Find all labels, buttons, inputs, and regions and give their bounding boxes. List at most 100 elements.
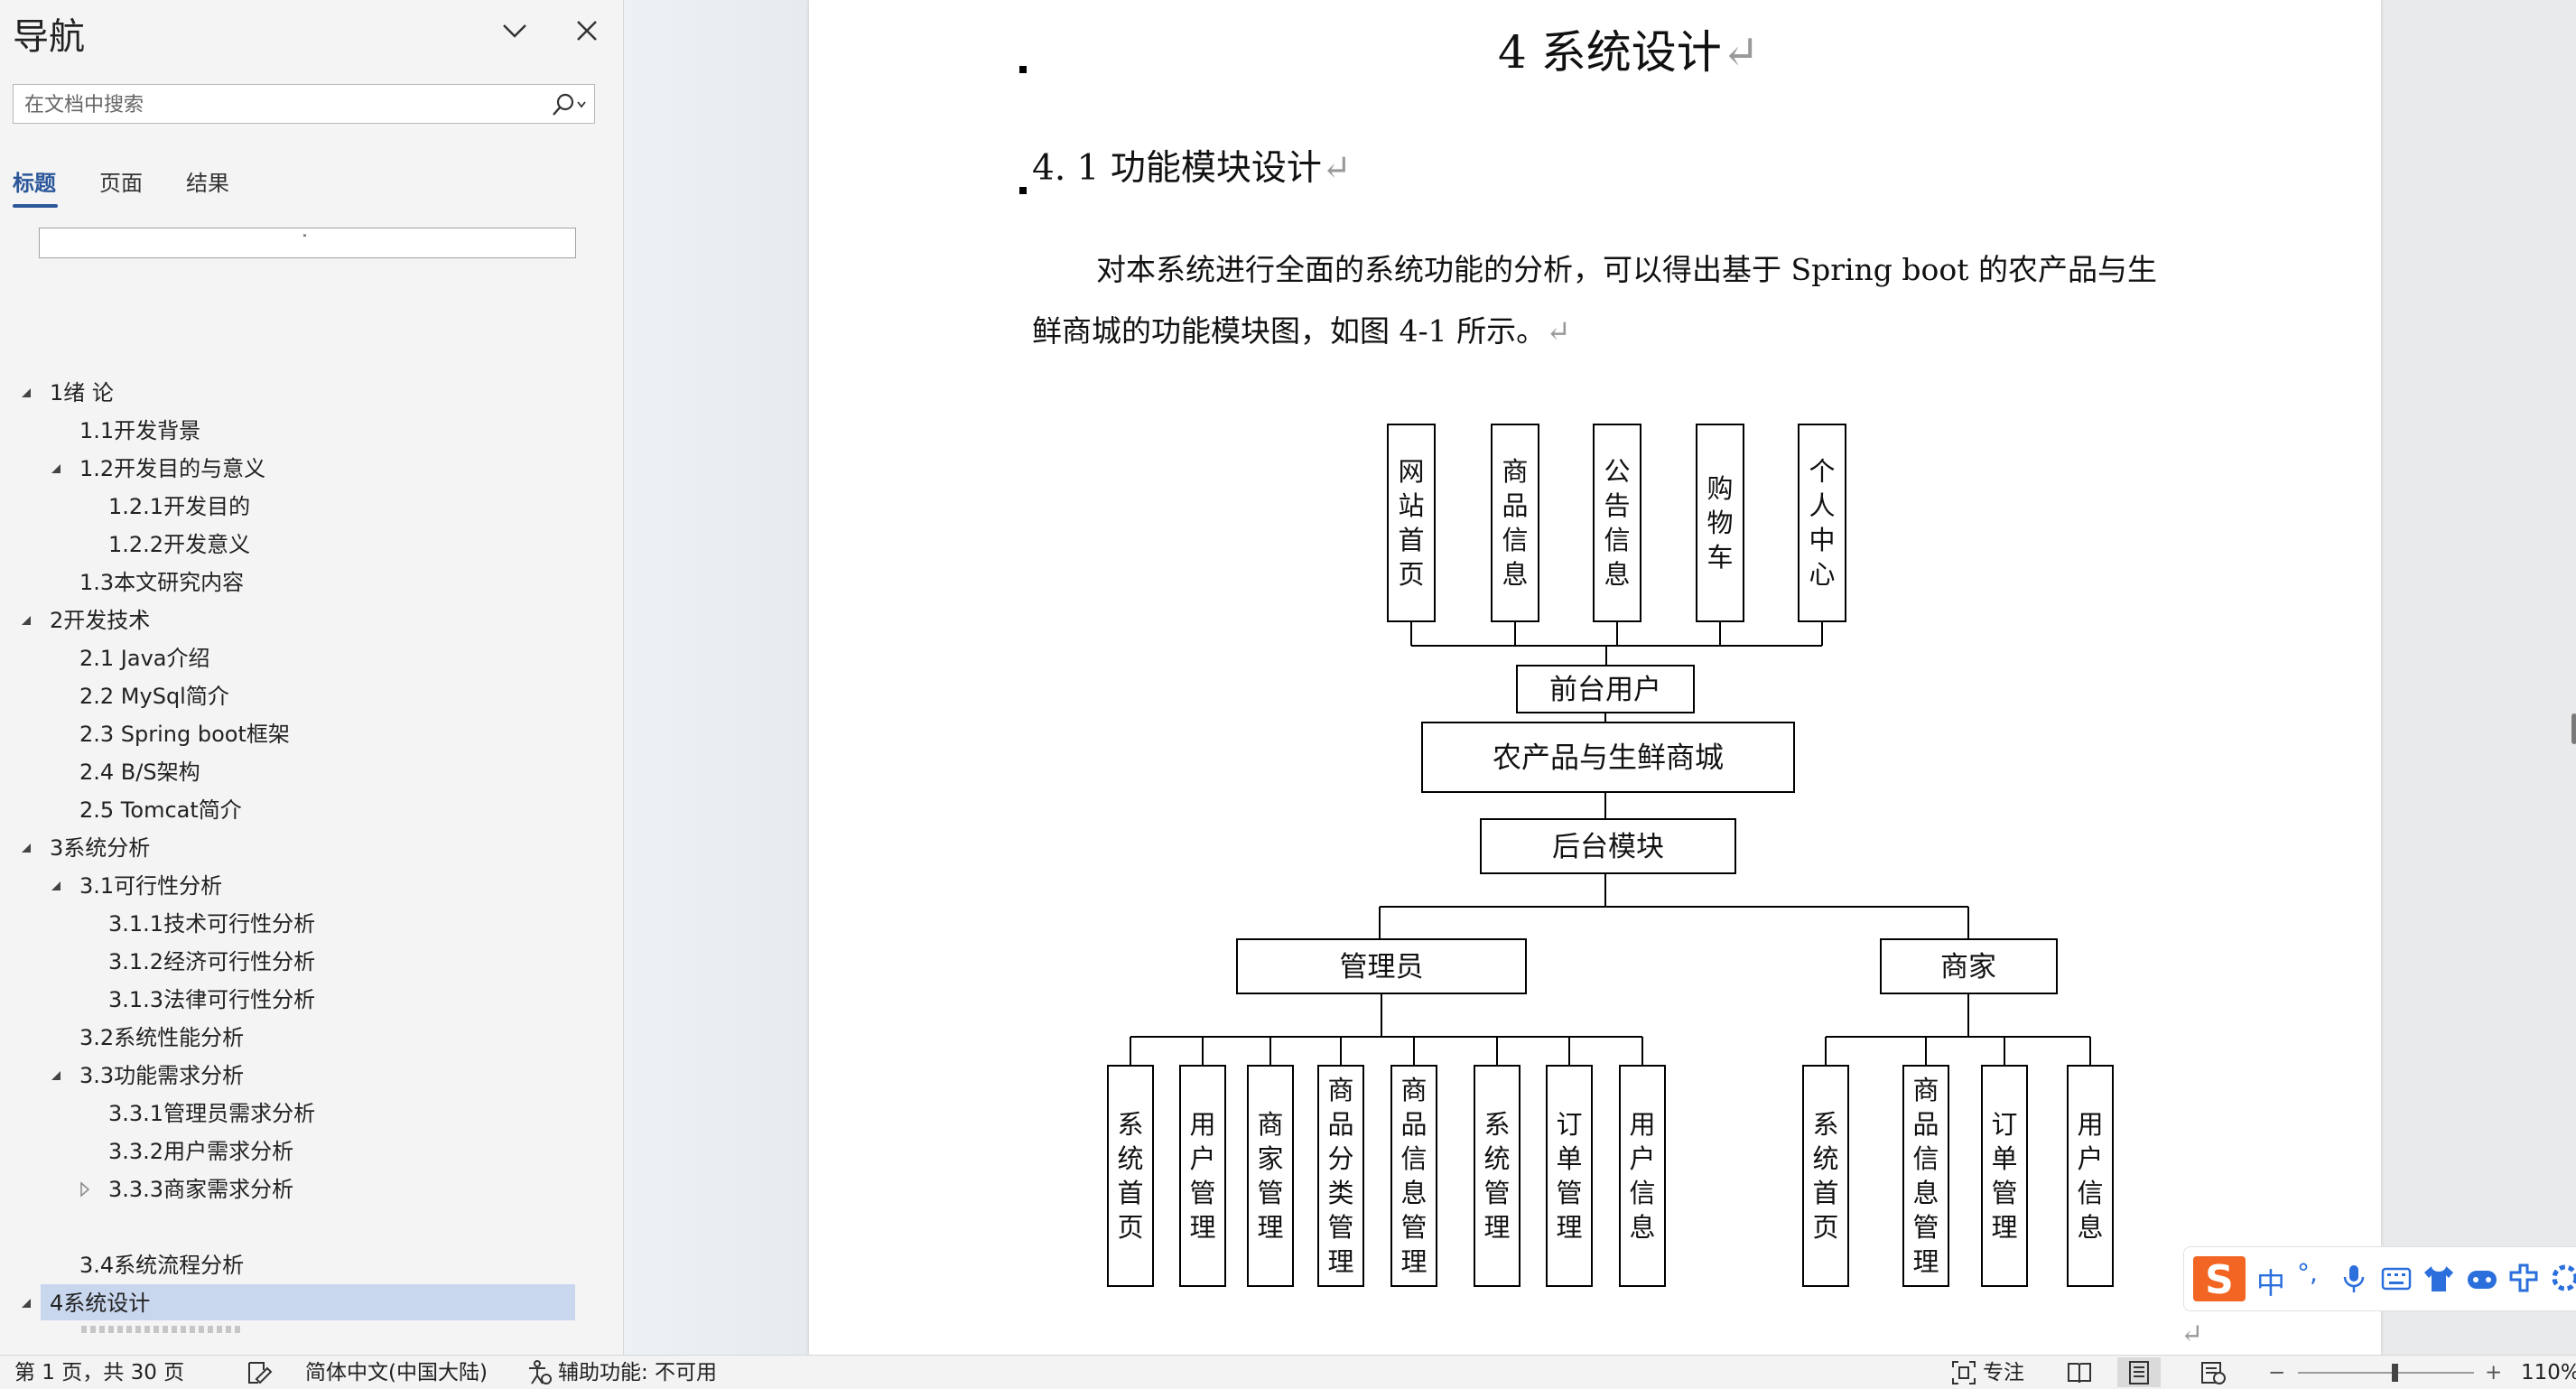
heading-tree-item[interactable]: 1绪 论 (50, 380, 114, 406)
toolbox-icon[interactable] (2507, 1262, 2540, 1294)
heading-tree-item[interactable]: 1.2开发目的与意义 (79, 456, 266, 481)
proofing-icon[interactable] (246, 1359, 273, 1386)
heading-tree-item[interactable]: 3系统分析 (50, 835, 151, 861)
backend-module-box (1480, 818, 1736, 874)
read-mode-icon[interactable] (2066, 1359, 2093, 1386)
heading-tree-item[interactable]: 3.1.1技术可行性分析 (108, 911, 316, 937)
chevron-down-icon[interactable] (497, 13, 533, 49)
more-settings-icon[interactable] (2549, 1262, 2576, 1294)
merchant-module-label: 系统首页 (1812, 1109, 1838, 1243)
heading-tree-item[interactable]: 3.1.3法律可行性分析 (108, 987, 316, 1012)
merchant-module-label: 订单管理 (1991, 1109, 2017, 1243)
zoom-slider-thumb[interactable] (2392, 1364, 2399, 1382)
paragraph-bullet (1019, 66, 1027, 73)
ime-punctuation-toggle[interactable]: °, (2297, 1258, 2318, 1288)
focus-mode-icon[interactable] (1950, 1359, 1977, 1386)
microphone-icon[interactable] (2339, 1263, 2368, 1294)
heading-tree-item[interactable]: 1.3本文研究内容 (79, 570, 245, 595)
heading-tree-item[interactable]: 3.3.1管理员需求分析 (108, 1101, 316, 1126)
heading-tree-item[interactable]: 2.3 Spring boot框架 (79, 722, 290, 747)
tab-results[interactable]: 结果 (186, 171, 229, 196)
heading-tree-item[interactable]: 3.3功能需求分析 (79, 1063, 245, 1088)
heading-tree-item[interactable]: 1.1开发背景 (79, 418, 201, 443)
admin-module-label: 商家管理 (1257, 1109, 1283, 1243)
close-icon[interactable] (569, 13, 605, 49)
heading-tree-item[interactable]: 3.1.2经济可行性分析 (108, 949, 316, 974)
collapsed-triangle-icon[interactable] (76, 1180, 94, 1198)
expanded-triangle-icon[interactable] (17, 1294, 35, 1312)
nav-title: 导航 (13, 16, 85, 58)
zoom-out-button[interactable]: − (2268, 1361, 2286, 1384)
print-layout-icon[interactable] (2125, 1359, 2153, 1386)
heading-tree-item[interactable]: 3.1可行性分析 (79, 873, 223, 899)
document-page[interactable]: 4 系统设计↵ 4. 1 功能模块设计↵ 对本系统进行全面的系统功能的分析，可以… (809, 0, 2381, 1355)
skin-shirt-icon[interactable] (2423, 1263, 2455, 1294)
scrollbar-thumb[interactable] (2571, 713, 2576, 744)
search-icon[interactable] (540, 90, 591, 119)
heading-placeholder-mark: ˟ (302, 234, 308, 248)
heading-tree-item[interactable]: 2.1 Java介绍 (79, 646, 210, 671)
heading-tree-item[interactable]: 4系统设计 (50, 1291, 151, 1316)
admin-module-label: 商品分类管理 (1327, 1075, 1353, 1277)
admin-module-box (1390, 1065, 1437, 1287)
expanded-triangle-icon[interactable] (17, 839, 35, 857)
admin-module-box (1247, 1065, 1294, 1287)
page-count[interactable]: 第 1 页，共 30 页 (14, 1361, 185, 1384)
merchant-module-box (1802, 1065, 1849, 1287)
web-layout-icon[interactable] (2199, 1359, 2227, 1386)
paragraph-mark: ↵ (2181, 1319, 2204, 1350)
paragraph-bullet (1019, 187, 1027, 194)
heading-tree-item[interactable]: 3.4系统流程分析 (79, 1253, 245, 1278)
ime-mode-toggle[interactable]: 中 (2256, 1266, 2286, 1300)
heading-tree-item[interactable]: 3.3.3商家需求分析 (108, 1177, 294, 1202)
expanded-triangle-icon[interactable] (17, 384, 35, 402)
expanded-triangle-icon[interactable] (47, 1067, 65, 1085)
partially-hidden-heading (81, 1326, 244, 1333)
expanded-triangle-icon[interactable] (47, 877, 65, 895)
zoom-slider-track[interactable] (2298, 1364, 2474, 1382)
heading-tree-item[interactable]: 1.2.2开发意义 (108, 532, 251, 557)
expanded-triangle-icon[interactable] (47, 460, 65, 478)
front-module-box (1696, 424, 1744, 622)
merchant-module-box (1981, 1065, 2028, 1287)
accessibility-icon[interactable] (525, 1359, 553, 1386)
document-area[interactable]: 4 系统设计↵ 4. 1 功能模块设计↵ 对本系统进行全面的系统功能的分析，可以… (624, 0, 2576, 1355)
keyboard-icon[interactable] (2381, 1265, 2412, 1292)
admin-box (1236, 938, 1527, 994)
chapter-title-text: 4 系统设计 (1498, 26, 1722, 79)
front-module-box (1593, 424, 1641, 622)
language-indicator[interactable]: 简体中文(中国大陆) (305, 1361, 488, 1384)
section-title: 4. 1 功能模块设计↵ (1032, 140, 1352, 191)
admin-module-label: 系统管理 (1483, 1109, 1510, 1243)
admin-module-label: 用户管理 (1189, 1109, 1215, 1243)
tab-pages[interactable]: 页面 (99, 171, 143, 196)
chapter-title: 4 系统设计↵ (1498, 16, 1760, 81)
paragraph-mark: ↵ (1721, 26, 1760, 79)
root-system-box (1421, 722, 1795, 793)
game-controller-icon[interactable] (2466, 1263, 2498, 1294)
function-module-diagram: 网站首页商品信息公告信息购物车个人中心前台用户农产品与生鲜商城后台模块管理员商家… (1107, 424, 2114, 1287)
paragraph-mark: ↵ (1546, 313, 1571, 349)
front-module-label: 购物车 (1706, 473, 1733, 573)
heading-tree-item[interactable]: 3.2系统性能分析 (79, 1025, 245, 1050)
heading-tree-item[interactable]: 1.2.1开发目的 (108, 494, 251, 519)
accessibility-status[interactable]: 辅助功能: 不可用 (558, 1361, 718, 1384)
admin-module-box (1107, 1065, 1154, 1287)
search-input[interactable] (23, 90, 550, 119)
sogou-logo-icon[interactable]: S (2191, 1253, 2247, 1305)
heading-tree-item[interactable]: 3.3.2用户需求分析 (108, 1139, 294, 1164)
heading-tree-item[interactable]: 2.2 MySql简介 (79, 684, 229, 709)
merchant-module-box (2067, 1065, 2114, 1287)
status-bar: 第 1 页，共 30 页 简体中文(中国大陆) 辅助功能: 不可用 专注 − +… (0, 1355, 2576, 1389)
ime-toolbar: S 中 °, (2183, 1246, 2576, 1311)
heading-tree-item[interactable]: 2.5 Tomcat简介 (79, 797, 242, 823)
heading-tree-item[interactable]: 2.4 B/S架构 (79, 760, 200, 785)
zoom-level[interactable]: 110% (2521, 1361, 2576, 1384)
tab-headings[interactable]: 标题 (13, 171, 56, 196)
expanded-triangle-icon[interactable] (17, 611, 35, 629)
heading-tree-item[interactable]: 2开发技术 (50, 608, 151, 633)
zoom-in-button[interactable]: + (2485, 1361, 2503, 1384)
heading-placeholder-box[interactable]: ˟ (39, 228, 576, 258)
body-paragraph-line-1: 对本系统进行全面的系统功能的分析，可以得出基于 Spring boot 的农产品… (1096, 252, 2158, 287)
focus-mode-button[interactable]: 专注 (1983, 1361, 2024, 1384)
